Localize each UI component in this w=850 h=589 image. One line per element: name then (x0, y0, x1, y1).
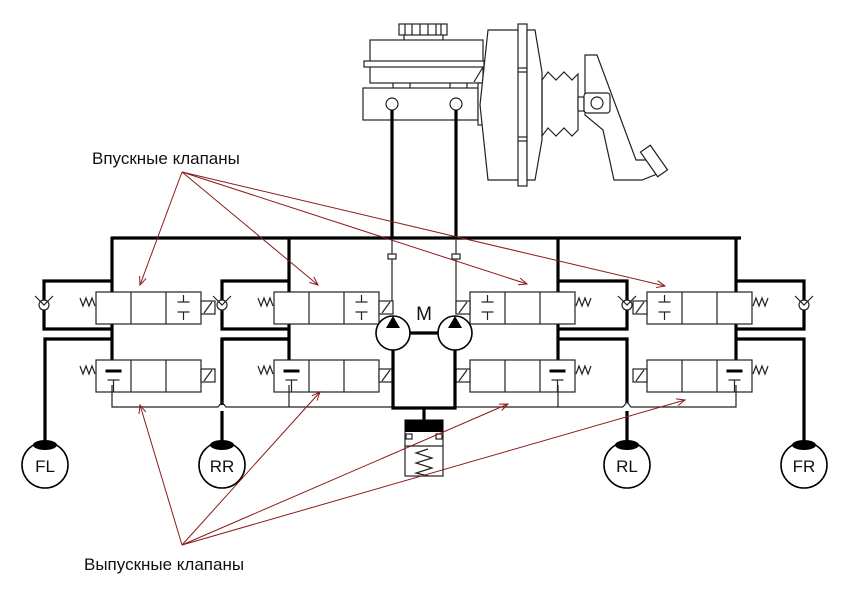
return-pump-2 (437, 315, 473, 351)
check-valve-fl (34, 295, 54, 311)
wheel-brake-fl: FL (21, 440, 69, 489)
reservoir-cap (398, 23, 448, 36)
check-valve-rr (212, 295, 232, 311)
bellows (541, 71, 579, 138)
outlet-valves-label: Выпускные клапаны (84, 555, 244, 574)
arrow-inlet-fl (139, 171, 183, 287)
motor-label: M (416, 304, 432, 325)
spring-icon (413, 448, 435, 477)
spring-icon (575, 364, 592, 376)
wheel-label: RL (616, 457, 638, 476)
spring-icon (752, 364, 769, 376)
arrow-inlet-rr (181, 171, 319, 286)
return-line (111, 385, 737, 408)
spring-icon (575, 296, 592, 308)
spring-icon (257, 296, 274, 308)
wheel-brake-rr: RR (198, 440, 246, 489)
wheel-brake-fr: FR (780, 440, 828, 489)
inlet-valve-fl (79, 291, 216, 325)
spring-icon (752, 296, 769, 308)
outlet-valve-fr (632, 359, 769, 393)
arrow-inlet-fr (181, 171, 667, 288)
spring-icon (79, 364, 96, 376)
wheel-label: RR (210, 457, 235, 476)
wheel-label: FR (793, 457, 816, 476)
outlet-valve-rl (455, 359, 592, 393)
port-1 (385, 97, 399, 111)
arrow-outlet-fl (138, 403, 183, 546)
check-valve-rl (617, 295, 637, 311)
low-pressure-accumulator (404, 419, 444, 477)
fr-wheel-line (736, 337, 806, 448)
brake-booster (479, 23, 585, 187)
outlet-valve-fl (79, 359, 216, 393)
annotation-arrows (138, 171, 687, 546)
check-valve-fr (794, 295, 814, 311)
spring-icon (79, 296, 96, 308)
port-2 (449, 97, 463, 111)
arrow-inlet-rl (181, 171, 529, 286)
arrow-outlet-rl (181, 403, 510, 546)
inlet-valve-fr (632, 291, 769, 325)
wheel-label: FL (35, 457, 55, 476)
inlet-valves-label: Впускные клапаны (92, 149, 240, 168)
master-cylinder (362, 23, 489, 126)
brake-pedal (583, 54, 669, 181)
pedal-pad (639, 144, 669, 178)
inlet-valve-rl (455, 291, 592, 325)
fl-wheel-line (43, 337, 112, 448)
outlet-valve-rr (257, 359, 394, 393)
wheel-brake-rl: RL (603, 440, 651, 489)
inlet-valve-rr (257, 291, 394, 325)
arrow-outlet-rr (181, 391, 321, 546)
return-pump-1 (375, 315, 411, 351)
spring-icon (257, 364, 274, 376)
pedal-pivot (590, 96, 604, 110)
arrow-outlet-fr (181, 398, 687, 546)
